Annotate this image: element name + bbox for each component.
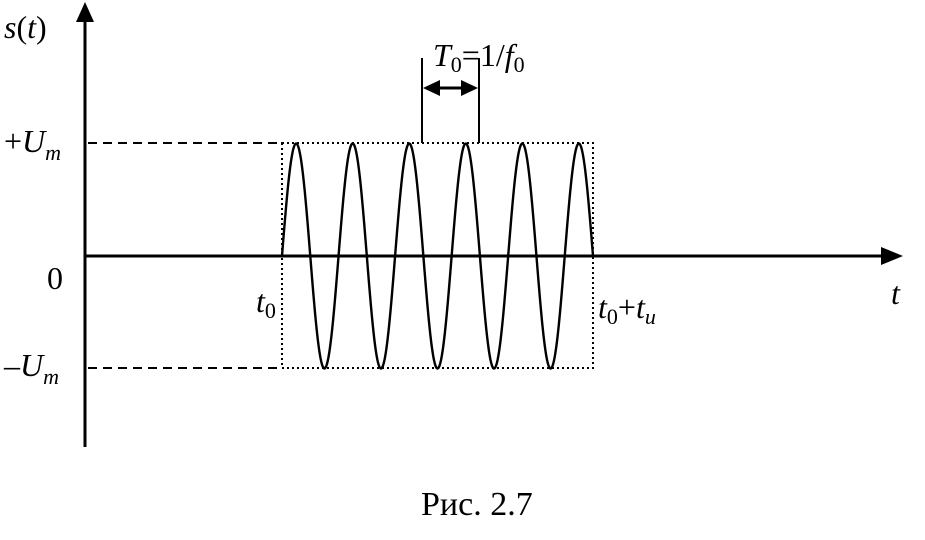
period-arrow-left-icon xyxy=(423,80,440,96)
figure-caption: Рис. 2.7 xyxy=(421,486,533,523)
period-arrow-right-icon xyxy=(461,80,478,96)
y-axis-arrow-icon xyxy=(76,2,94,22)
pulse-end-label: t0+tи xyxy=(598,289,656,329)
period-label: T0=1/f0 xyxy=(433,37,525,77)
y-axis-label: s(t) xyxy=(4,9,47,45)
zero-label: 0 xyxy=(47,260,63,296)
x-axis-label: t xyxy=(891,275,901,311)
minus-um-label: –Um xyxy=(3,347,59,389)
x-axis-arrow-icon xyxy=(881,247,903,265)
t0-label: t0 xyxy=(256,283,276,323)
plus-um-label: +Um xyxy=(4,123,61,165)
sine-wave xyxy=(280,142,595,370)
